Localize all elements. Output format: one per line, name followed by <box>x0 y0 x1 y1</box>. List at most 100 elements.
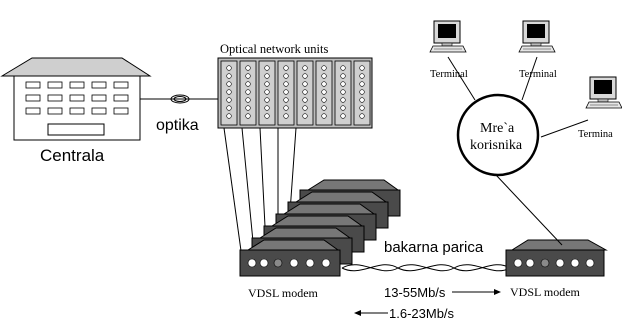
onu-port <box>264 89 270 95</box>
onu-port <box>359 81 365 87</box>
vdsl-modem-right-label: VDSL modem <box>510 285 581 299</box>
onu-port <box>321 89 327 95</box>
onu-port <box>340 105 346 111</box>
onu-port <box>302 73 308 79</box>
building-window <box>69 107 85 115</box>
onu-label: Optical network units <box>220 42 328 56</box>
downstream-rate-arrow <box>452 289 501 295</box>
onu-port <box>321 81 327 87</box>
terminal-1-label: Terminal <box>430 69 468 80</box>
central-office-label: Centrala <box>40 146 105 165</box>
downstream-rate-label: 13-55Mb/s <box>384 285 446 300</box>
modem-port <box>321 258 331 268</box>
building-window <box>25 107 41 115</box>
copper-twisted-pair <box>341 264 511 272</box>
optical-link-label: optika <box>156 117 199 134</box>
onu-port <box>264 105 270 111</box>
building-window <box>113 107 129 115</box>
building-window <box>47 107 63 115</box>
building-window <box>113 81 129 89</box>
terminals <box>429 20 622 109</box>
onu-port <box>340 97 346 103</box>
terminal-3-label: Termina <box>578 129 613 140</box>
onu-port <box>264 97 270 103</box>
onu-port <box>283 97 289 103</box>
onu-port <box>226 113 232 119</box>
onu-port <box>359 105 365 111</box>
modem-port <box>247 258 257 268</box>
onu-port <box>340 73 346 79</box>
onu-port <box>226 105 232 111</box>
terminal-1-icon <box>429 20 467 53</box>
building-window <box>25 81 41 89</box>
modem-port <box>273 258 283 268</box>
onu-port <box>359 97 365 103</box>
onu-port <box>359 65 365 71</box>
onu-port <box>245 105 251 111</box>
optical-fiber-link <box>140 94 218 104</box>
onu-port <box>321 73 327 79</box>
onu-port <box>340 81 346 87</box>
onu-port <box>359 73 365 79</box>
upstream-rate-label: 1.6-23Mb/s <box>389 306 455 321</box>
vdsl-modem-stack <box>239 179 401 277</box>
onu-port <box>283 113 289 119</box>
onu-port <box>283 81 289 87</box>
building-window <box>91 107 107 115</box>
copper-pair-label: bakarna parica <box>384 239 484 256</box>
onu-port <box>245 89 251 95</box>
building-window <box>113 94 129 102</box>
vdsl-modem-unit <box>239 239 341 277</box>
network-links <box>447 56 589 246</box>
onu-port <box>283 89 289 95</box>
terminal-2-label: Terminal <box>519 69 557 80</box>
onu-port <box>302 97 308 103</box>
onu-port <box>226 65 232 71</box>
onu-drop-line <box>223 127 243 259</box>
onu-port <box>245 81 251 87</box>
onu-port <box>264 81 270 87</box>
upstream-rate-arrow <box>354 310 388 316</box>
onu-port <box>245 73 251 79</box>
onu-port <box>302 81 308 87</box>
terminal-2-icon <box>518 20 556 53</box>
optical-network-units <box>217 57 373 129</box>
building-window <box>25 94 41 102</box>
onu-port <box>264 113 270 119</box>
onu-port <box>321 97 327 103</box>
onu-port <box>245 65 251 71</box>
onu-port <box>245 97 251 103</box>
onu-port <box>302 89 308 95</box>
onu-port <box>264 73 270 79</box>
user-network-label-line1: Mre`a <box>480 121 515 136</box>
terminal-3-icon <box>585 76 622 109</box>
building-window <box>69 94 85 102</box>
onu-port <box>359 89 365 95</box>
onu-drop-line <box>241 127 255 253</box>
user-network-circle <box>456 93 540 177</box>
vdsl-modem-right <box>505 239 608 277</box>
onu-drop-line <box>289 127 297 213</box>
onu-port <box>340 113 346 119</box>
building-window <box>69 81 85 89</box>
building-window <box>47 94 63 102</box>
onu-port <box>226 97 232 103</box>
onu-port <box>283 65 289 71</box>
modem-port <box>259 258 269 268</box>
modem-port <box>289 258 299 268</box>
onu-port <box>302 65 308 71</box>
onu-port <box>340 89 346 95</box>
onu-port <box>359 113 365 119</box>
onu-port <box>283 105 289 111</box>
onu-port <box>321 113 327 119</box>
modem-port <box>305 258 315 268</box>
onu-port <box>321 105 327 111</box>
onu-port <box>302 113 308 119</box>
building-window <box>91 81 107 89</box>
onu-port <box>283 73 289 79</box>
onu-port <box>226 73 232 79</box>
onu-port <box>264 65 270 71</box>
vdsl-modem-left-label: VDSL modem <box>248 286 319 300</box>
user-network-label-line2: korisnika <box>470 138 523 153</box>
